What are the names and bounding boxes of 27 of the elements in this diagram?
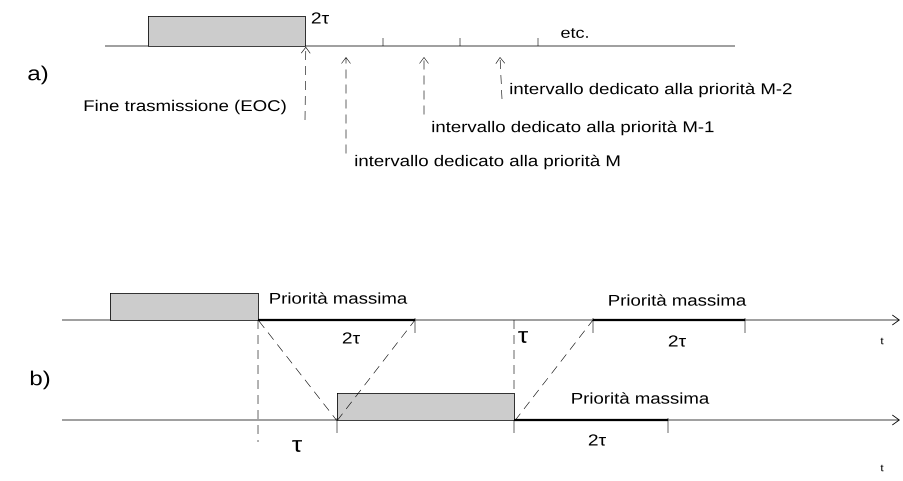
text-label: t	[880, 464, 884, 472]
transmission-block	[110, 293, 259, 321]
leader-line	[496, 57, 506, 100]
text-label: etc.	[561, 28, 588, 38]
signal-path-line	[258, 320, 338, 422]
text-label: a)	[28, 66, 48, 84]
leader-line	[341, 57, 351, 154]
text-label: b)	[30, 370, 50, 390]
signal-path-line	[514, 320, 594, 422]
text-label: τ	[292, 440, 302, 452]
text-label: 2τ	[342, 332, 360, 344]
text-label: 2τ	[312, 12, 329, 24]
callout-text: intervallo dedicato alla priorità M-1	[432, 120, 714, 136]
text-label: t	[880, 338, 884, 344]
leader-line	[419, 57, 429, 115]
signal-path-line	[336, 320, 416, 422]
text-label: 2τ	[588, 434, 606, 446]
callout-text: intervallo dedicato alla priorità M	[355, 154, 620, 170]
callout-text: Fine trasmissione (EOC)	[84, 100, 286, 114]
text-label: τ	[518, 331, 528, 343]
text-label: Priorità massima	[609, 294, 746, 306]
callout-text: intervallo dedicato alla priorità M-2	[510, 82, 792, 98]
leader-line	[300, 46, 311, 120]
text-label: Priorità massima	[572, 392, 710, 404]
transmission-block	[148, 16, 306, 47]
transmission-block	[337, 393, 515, 421]
text-label: 2τ	[668, 335, 686, 347]
